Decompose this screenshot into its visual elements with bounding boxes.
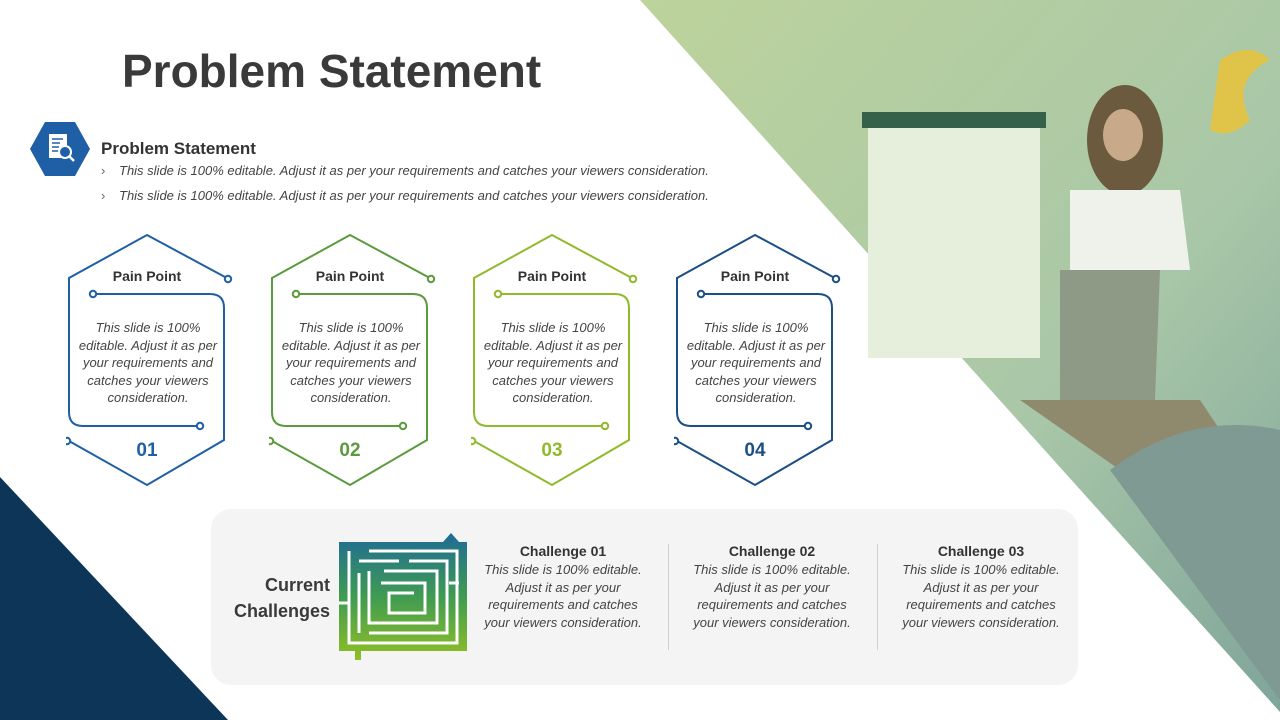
problem-statement-heading: Problem Statement (101, 139, 256, 158)
divider (668, 544, 669, 650)
pain-point-label: Pain Point (720, 268, 790, 284)
hexagon-frame (269, 234, 436, 487)
page-title: Problem Statement (122, 45, 542, 97)
pain-point-number: 01 (136, 440, 158, 461)
pain-point-text: This slide is 100% editable. Adjust it a… (686, 320, 826, 406)
pain-point-label: Pain Point (112, 268, 182, 284)
pain-point-number: 02 (339, 440, 361, 461)
bullet-item: ›This slide is 100% editable. Adjust it … (101, 163, 709, 178)
pain-point-label: Pain Point (315, 268, 385, 284)
pain-point-label: Pain Point (517, 268, 587, 284)
pain-point-card: Pain Point This slide is 100% editable. … (66, 234, 238, 488)
hexagon-frame (471, 234, 638, 487)
pain-point-card: Pain Point This slide is 100% editable. … (269, 234, 441, 488)
hexagon-frame (66, 234, 233, 487)
pain-point-text: This slide is 100% editable. Adjust it a… (483, 320, 623, 406)
pain-point-number: 03 (541, 440, 563, 461)
pain-point-card: Pain Point This slide is 100% editable. … (674, 234, 846, 488)
document-search-icon (30, 122, 90, 176)
hexagon-frame (674, 234, 841, 487)
bullet-item: ›This slide is 100% editable. Adjust it … (101, 188, 709, 203)
pain-point-text: This slide is 100% editable. Adjust it a… (281, 320, 421, 406)
pain-point-number: 04 (744, 440, 766, 461)
pain-point-text: This slide is 100% editable. Adjust it a… (78, 320, 218, 406)
maze-icon (339, 533, 467, 660)
pain-point-card: Pain Point This slide is 100% editable. … (471, 234, 643, 488)
divider (877, 544, 878, 650)
current-challenges-heading: Current Challenges (233, 575, 330, 621)
